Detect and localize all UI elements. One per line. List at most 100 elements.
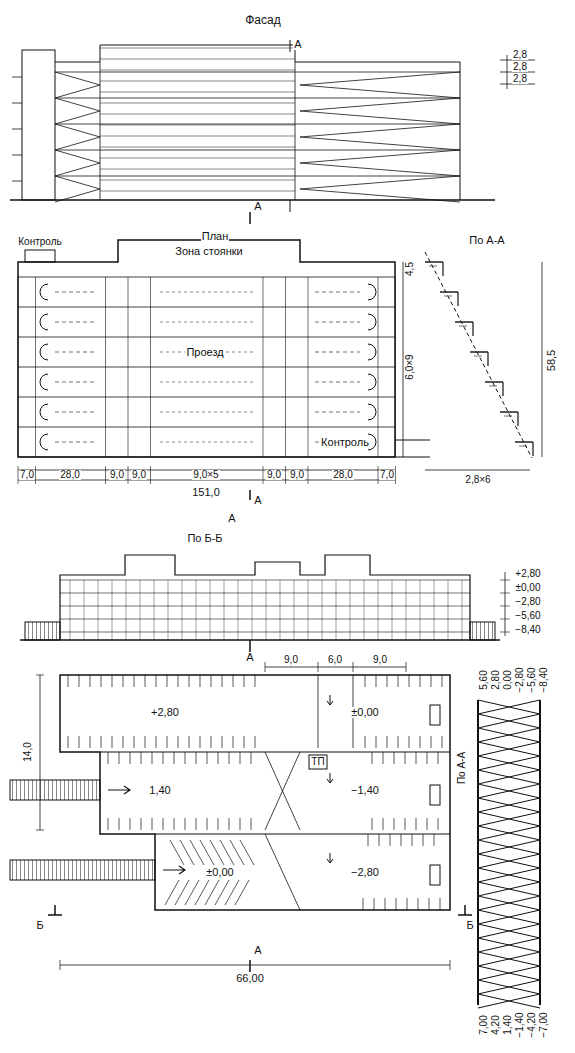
stroke (485, 381, 503, 382)
stroke (182, 580, 183, 640)
stroke (478, 784, 540, 798)
stroke (478, 952, 540, 966)
stroke (420, 736, 421, 748)
stroke (126, 580, 127, 640)
stroke (251, 752, 252, 764)
dimension-label: 6,0×9 (405, 353, 415, 380)
stroke (240, 752, 241, 764)
stroke (478, 840, 540, 854)
stroke (455, 321, 473, 322)
dimension-label: Фасад (244, 14, 281, 26)
stroke (55, 72, 100, 85)
stroke (60, 606, 470, 607)
stroke (502, 382, 503, 396)
stroke (18, 367, 395, 368)
stroke (368, 834, 369, 846)
stroke (478, 868, 540, 882)
stroke (100, 81, 295, 82)
stroke (55, 111, 100, 124)
stroke (440, 291, 458, 292)
stroke (112, 580, 113, 640)
stroke (12, 103, 22, 104)
stroke (474, 356, 482, 357)
stroke (100, 59, 295, 60)
stroke (60, 960, 61, 970)
stroke (123, 675, 124, 687)
stroke (150, 277, 151, 457)
stroke (12, 181, 22, 182)
stroke (409, 675, 410, 687)
stroke (315, 292, 360, 293)
plan (18, 212, 542, 500)
stroke (55, 189, 100, 202)
stroke (100, 62, 101, 200)
dimension-label: По А-А (457, 751, 467, 785)
ramp-turn (40, 434, 376, 450)
dimension-label: 4,20 (491, 1014, 501, 1035)
stroke (387, 675, 388, 687)
stroke (500, 580, 510, 581)
stroke (440, 898, 441, 910)
stroke (185, 752, 186, 764)
stroke (84, 580, 85, 640)
dimension-label: 28,0 (332, 470, 353, 480)
stroke (128, 466, 129, 484)
stroke (434, 834, 435, 846)
stroke (300, 98, 460, 111)
dimension-label: А (293, 39, 302, 50)
dimension-label: По Б-Б (186, 533, 223, 544)
stroke (478, 882, 540, 896)
dimension-label: А (245, 652, 254, 663)
stroke (244, 675, 245, 687)
stroke (395, 466, 396, 484)
stroke (189, 736, 190, 748)
stroke (100, 191, 295, 192)
section-a-a (425, 252, 533, 458)
stroke (68, 675, 69, 687)
stroke (448, 580, 449, 640)
stroke (55, 150, 460, 151)
stroke (55, 124, 460, 125)
stroke (18, 277, 19, 457)
stroke (55, 72, 460, 73)
stroke (478, 980, 540, 994)
dimension-label: А (253, 495, 262, 506)
stroke (60, 619, 470, 620)
dimension-label: −4,20 (527, 1011, 537, 1038)
stroke (470, 351, 488, 352)
stroke (500, 619, 510, 620)
stroke (100, 180, 295, 181)
stroke (478, 966, 540, 980)
stroke (211, 675, 212, 687)
stroke (450, 960, 451, 970)
stroke (98, 580, 99, 640)
stroke (18, 427, 395, 428)
stroke (200, 675, 201, 687)
ramp-turn (40, 374, 376, 390)
stroke (500, 411, 518, 412)
stroke (383, 752, 384, 764)
stroke (36, 830, 44, 831)
dimension-label: 7,0 (379, 470, 395, 480)
dimension-label: ±0,00 (350, 707, 379, 718)
stroke (396, 898, 397, 910)
dimension-label: Контроль (320, 437, 370, 448)
stroke (457, 292, 458, 306)
stroke (431, 736, 432, 748)
stroke (427, 752, 428, 764)
stroke (420, 675, 421, 687)
stroke (235, 880, 249, 905)
dimension-label: 5,60 (479, 669, 489, 690)
dimension-label: 9,0 (266, 470, 282, 480)
stroke (178, 675, 179, 687)
stroke (200, 736, 201, 748)
stroke (392, 580, 393, 640)
dimension-label: 6,0 (327, 655, 343, 665)
dimension-label: 2,8 (512, 74, 528, 84)
dimension-label: 7,0 (19, 470, 35, 480)
dimension-label: Зона стоянки (174, 246, 244, 257)
stroke (100, 103, 295, 104)
stroke (196, 580, 197, 640)
stroke (101, 736, 102, 748)
stroke (378, 580, 379, 640)
